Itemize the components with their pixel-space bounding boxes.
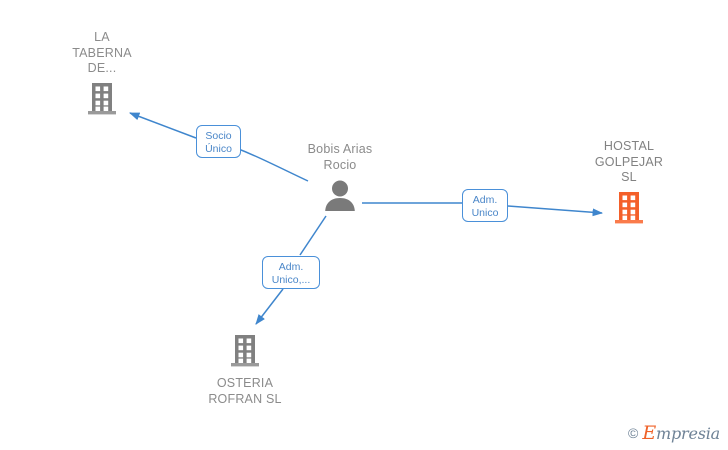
edge-line-osteria — [299, 215, 327, 256]
brand-name: Empresia — [642, 422, 720, 444]
node-label-osteria-rofran: OSTERIA ROFRAN SL — [208, 376, 282, 406]
brand-initial: E — [642, 422, 656, 444]
edge-line-taberna-head — [129, 112, 197, 139]
person-icon — [325, 180, 355, 211]
node-hostal-golpejar[interactable]: HOSTAL GOLPEJAR SL — [559, 139, 699, 225]
brand-rest: mpresia — [656, 424, 720, 443]
watermark-empresia: © Empresia — [628, 422, 720, 444]
building-icon — [88, 82, 116, 114]
building-icon — [615, 191, 643, 223]
node-la-taberna[interactable]: LA TABERNA DE... — [32, 30, 172, 116]
building-icon — [231, 335, 259, 367]
node-label-bobis-arias-rocio: Bobis Arias Rocio — [307, 142, 373, 172]
edge-line-osteria-head — [255, 288, 284, 325]
copyright-icon: © — [628, 425, 639, 441]
edge-label-socio-unico[interactable]: Socio Único — [196, 125, 241, 158]
node-osteria-rofran[interactable]: OSTERIA ROFRAN SL — [175, 334, 315, 407]
node-bobis-arias-rocio[interactable]: Bobis Arias Rocio — [270, 142, 410, 211]
edge-line-hostal-head — [507, 205, 604, 217]
node-label-la-taberna: LA TABERNA DE... — [72, 30, 132, 75]
node-label-hostal-golpejar: HOSTAL GOLPEJAR SL — [594, 139, 664, 184]
edge-label-adm-unico-mas[interactable]: Adm. Unico,... — [262, 256, 320, 289]
edge-label-adm-unico[interactable]: Adm. Unico — [462, 189, 508, 222]
